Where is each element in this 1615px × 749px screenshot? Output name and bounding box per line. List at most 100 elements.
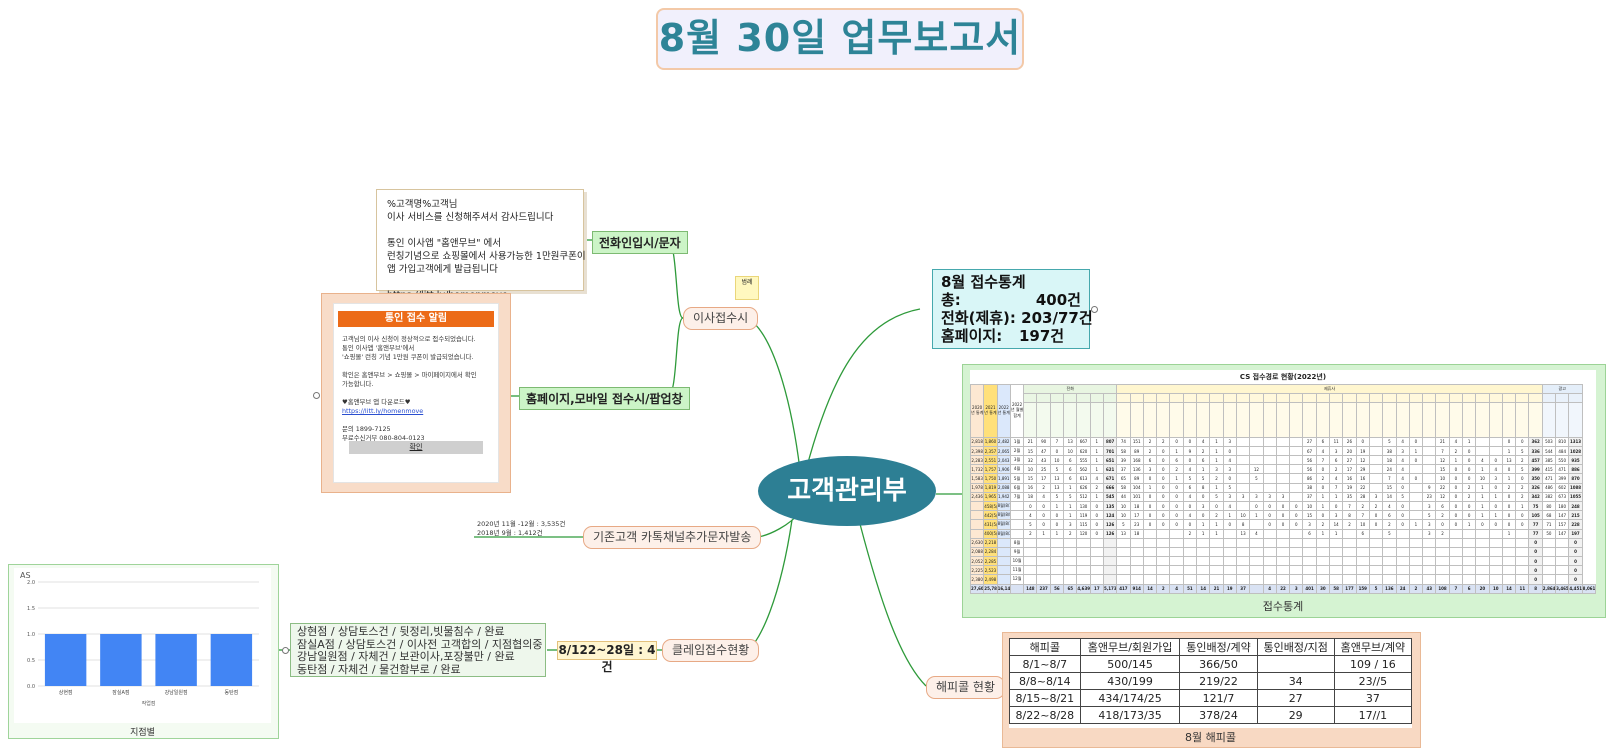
table-cell: 8월 [1009,537,1025,548]
table-cell: 2 [1501,482,1517,493]
table-header-row: 해피콜 홈앤무브/회원가입 통인배정/계약 통인배정/지점 홈앤무브/계약 [1009,638,1413,656]
table-cell: 0 [1222,473,1237,484]
table-cell: 1 [1169,445,1184,457]
table-cell: 366/50 [1179,655,1258,673]
table-cell: 1,978 [969,482,985,493]
topic-moving-receipt[interactable]: 이사접수시 [683,307,759,330]
table-cell: 23 [1129,519,1144,530]
table-cell: 1 [1329,528,1344,539]
table-cell: 28 [1355,491,1370,502]
table-cell: 27 [1342,455,1357,466]
table-cell [1249,583,1264,595]
sub-web-popup[interactable]: 홈페이지,모바일 접수시/팝업창 [519,387,690,410]
topic-kakao-channel[interactable]: 기존고객 카톡채널추가문자발송 [583,526,762,549]
table-cell [1182,546,1198,558]
table-cell: 1 [1049,500,1065,512]
table-cell [1182,537,1198,548]
collapse-dot[interactable] [282,647,289,654]
column-header: 통인배정/지점 [1256,638,1335,656]
table-cell: 0 [1182,436,1198,447]
table-cell [1555,546,1570,558]
table-cell: 21 [1435,436,1450,447]
table-cell [1475,537,1490,548]
table-cell: 3,465 [1555,583,1570,595]
table-cell: 44 [1116,491,1131,502]
header-cell [1063,393,1078,404]
table-cell: 415 [1541,464,1557,475]
table-cell: 16 [1023,482,1038,493]
sub-phone-message[interactable]: 전화인입시/문자 [592,231,688,254]
table-cell [1023,537,1038,548]
table-cell: 2 [1196,445,1211,457]
monthly-stats-box[interactable]: 8월 접수통계 총:400건 전화(제휴): 203/77건 홈페이지:197건 [932,269,1093,349]
topic-happycall[interactable]: 해피콜 현황 [926,676,1006,699]
complaint-date-box[interactable]: 8/122~28일 : 4건 [557,641,657,674]
table-cell: 11 [1515,583,1530,595]
table-cell: 4 [1315,445,1331,457]
complaint-detail-box[interactable]: 상현점 / 상담토스건 / 뒷정리,빗물침수 / 완료 잠실A점 / 상담토스건… [290,623,546,677]
table-cell [1368,455,1384,466]
table-cell: 22 [1435,482,1450,493]
table-cell [996,537,1011,548]
table-cell [1408,510,1424,521]
table-cell [1102,574,1118,585]
table-cell: 177 [1342,583,1357,595]
legend-sticker[interactable]: 범례 [735,276,759,300]
collapse-dot[interactable] [313,392,320,399]
table-cell: 4 [1089,473,1104,484]
topic-complaint[interactable]: 클레임접수현황 [662,639,760,662]
header-cell [1209,393,1224,404]
table-cell: 0 [1448,482,1463,493]
table-cell [1142,537,1158,548]
table-cell [1368,574,1384,585]
popup-confirm-button[interactable]: 확인 [349,441,483,454]
table-cell: 14 [1501,583,1517,595]
central-topic[interactable]: 고객관리부 [758,456,936,526]
table-cell: 3 [1329,510,1344,521]
table-cell: 1 [1196,464,1211,475]
stats-total-label: 총: [941,291,961,309]
popup-link[interactable]: https://litt.ly/homenmove [342,407,424,415]
header-cell [1541,393,1557,404]
table-cell: 0 [1568,565,1583,576]
popup-card: 통인 접수 알림 고객님의 이사 신청이 정상적으로 접수되었습니다. 통인 이… [333,303,499,483]
table-cell [1435,537,1450,548]
table-cell [1289,473,1304,484]
table-cell: 3 [1209,464,1224,475]
popup-line: 확인은 홈앤무브 > 쇼핑몰 > 마이페이지에서 확인 [342,371,477,379]
table-cell: 2 [1036,482,1051,493]
header-cell [1102,402,1118,438]
message-line: %고객명%고객님 [387,199,458,210]
table-cell: 4 [1329,473,1344,484]
table-cell: 0 [1023,500,1038,512]
table-cell: 486 [1541,482,1557,493]
table-row: 27,60425,78716,14014823756654,639175,173… [969,583,1597,595]
table-cell: 0 [1289,510,1304,521]
table-cell: 105 [1528,510,1543,521]
collapse-dot[interactable] [1091,306,1098,313]
table-cell: 1 [1036,528,1051,539]
table-cell: 0 [1461,473,1477,484]
header-cell [1382,393,1397,404]
header-cell [1142,393,1158,404]
table-cell: 89 [1129,473,1144,484]
table-cell [1049,574,1065,585]
table-cell [1235,546,1251,558]
table-cell [1116,546,1131,558]
table-row: 8/15~8/21 434/174/25 121/7 27 37 [1009,689,1413,707]
table-cell: 4 [1395,455,1410,466]
table-cell: 124 [1102,510,1118,521]
table-cell: 4 [1169,583,1184,595]
table-cell: 119 [1076,510,1091,521]
table-cell: 2,551 [983,455,998,466]
table-cell [1009,583,1025,595]
table-cell: 2 [1515,491,1530,502]
table-cell: 9 [1182,445,1198,457]
table-cell: 0 [1501,510,1517,521]
table-cell [1209,574,1224,585]
column-header: 홈앤무브/계약 [1333,638,1413,656]
table-cell: 0 [1182,500,1198,512]
table-cell: 0 [1408,473,1424,484]
